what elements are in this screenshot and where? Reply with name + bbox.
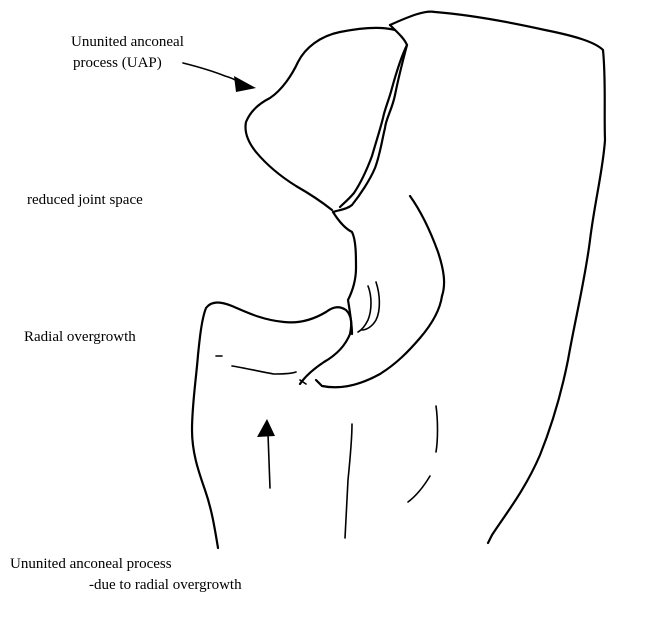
radial-overgrowth-label: Radial overgrowth [24,329,136,345]
bottom-caption-line-2: -due to radial overgrowth [89,577,242,593]
fracture-line [338,43,409,209]
joint-space-label: reduced joint space [27,192,143,208]
humeral-condyle-arc [408,194,446,298]
uap-label-line-1: Ununited anconeal [71,34,184,50]
condyle-detail-left [357,285,372,333]
anconeal-process-fragment [244,26,397,212]
radial-surface-tick-2 [299,379,307,385]
ulna-shaft-line-left [344,423,353,539]
arrow-up-icon [257,419,275,437]
ulna-outline [388,10,607,545]
radius-outline [190,301,353,550]
ulna-inner-edge [331,23,409,214]
bottom-caption: Ununited anconeal process -due to radial… [10,554,242,596]
trochlear-notch [331,210,358,336]
uap-label: Ununited anconeal process (UAP) [71,32,184,74]
ulna-shaft-line-right [435,405,439,453]
humeral-condyle-arc-2 [314,294,444,389]
radial-pointer-line [267,433,271,489]
bottom-caption-line-1: Ununited anconeal process [10,556,172,572]
arrow-right-icon [234,76,256,92]
radial-surface-line [231,365,297,375]
uap-pointer-line [182,62,239,83]
ulna-shaft-line-lower [407,475,431,503]
condyle-detail-right [361,281,381,331]
uap-label-line-2: process (UAP) [73,55,162,71]
